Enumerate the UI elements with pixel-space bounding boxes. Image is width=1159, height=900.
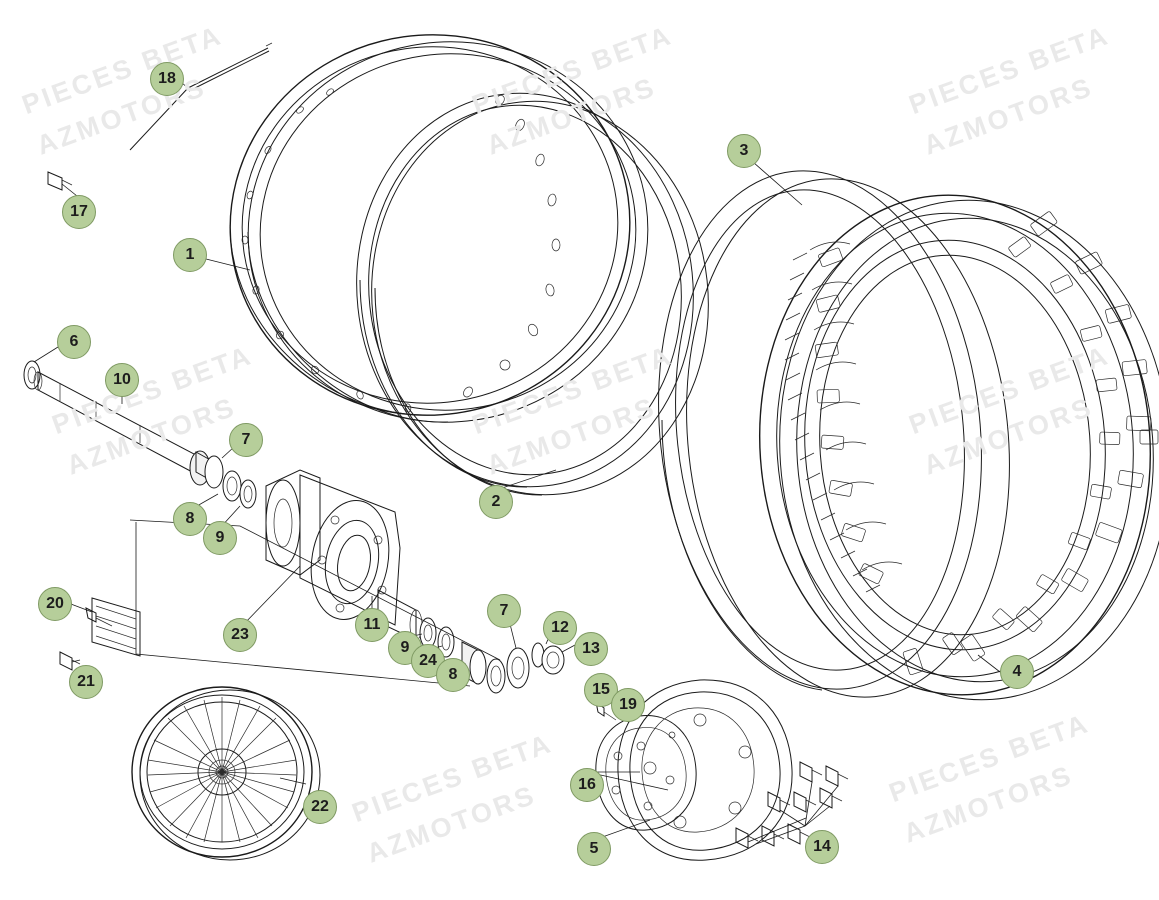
hub-part-11 (265, 469, 423, 641)
callout-8-right[interactable]: 8 (436, 658, 470, 692)
callout-label: 21 (77, 673, 95, 690)
callout-11[interactable]: 11 (355, 608, 389, 642)
spoke-part-18 (129, 42, 273, 151)
callout-label: 9 (215, 529, 225, 546)
nut-part-21 (59, 651, 81, 671)
callout-label: 1 (185, 246, 195, 263)
tire-inner-part-3 (658, 170, 1010, 698)
callout-label: 18 (158, 70, 176, 87)
callout-label: 7 (499, 602, 509, 619)
callout-label: 14 (813, 838, 831, 855)
callout-23[interactable]: 23 (223, 618, 257, 652)
callout-5[interactable]: 5 (577, 832, 611, 866)
rim-part-1 (229, 34, 649, 423)
callout-20[interactable]: 20 (38, 587, 72, 621)
callout-label: 15 (592, 681, 610, 698)
spoked-wheel-part-22 (131, 686, 321, 861)
callout-label: 8 (185, 510, 195, 527)
nipple-part-17 (47, 171, 73, 191)
callout-13[interactable]: 13 (574, 632, 608, 666)
callout-17[interactable]: 17 (62, 195, 96, 229)
tire-outer-part-4 (758, 194, 1159, 701)
callout-label: 10 (113, 371, 131, 388)
brake-disc-part-5 (595, 679, 793, 861)
callout-label: 16 (578, 776, 596, 793)
leader-lines (33, 71, 1001, 845)
callout-10[interactable]: 10 (105, 363, 139, 397)
callout-label: 8 (448, 666, 458, 683)
rim-part-2 (356, 92, 709, 496)
callout-9-left[interactable]: 9 (203, 521, 237, 555)
callout-19[interactable]: 19 (611, 688, 645, 722)
callout-2[interactable]: 2 (479, 485, 513, 519)
callout-1[interactable]: 1 (173, 238, 207, 272)
callout-label: 20 (46, 595, 64, 612)
callout-3[interactable]: 3 (727, 134, 761, 168)
callout-12[interactable]: 12 (543, 611, 577, 645)
callout-label: 24 (419, 652, 437, 669)
spacer-stack (419, 617, 565, 694)
callout-label: 2 (491, 493, 501, 510)
callout-label: 7 (241, 431, 251, 448)
callout-label: 12 (551, 619, 569, 636)
callout-21[interactable]: 21 (69, 665, 103, 699)
callout-7-right[interactable]: 7 (487, 594, 521, 628)
callout-18[interactable]: 18 (150, 62, 184, 96)
callout-label: 23 (231, 626, 249, 643)
callout-label: 22 (311, 798, 329, 815)
axle-assembly (23, 360, 257, 509)
callout-16[interactable]: 16 (570, 768, 604, 802)
callout-4[interactable]: 4 (1000, 655, 1034, 689)
callout-6[interactable]: 6 (57, 325, 91, 359)
callout-7-left[interactable]: 7 (229, 423, 263, 457)
callout-label: 5 (589, 840, 599, 857)
callout-14[interactable]: 14 (805, 830, 839, 864)
callout-label: 17 (70, 203, 88, 220)
callout-label: 11 (363, 616, 381, 633)
callout-8-left[interactable]: 8 (173, 502, 207, 536)
callout-label: 13 (582, 640, 600, 657)
callout-label: 19 (619, 696, 637, 713)
callout-label: 9 (400, 639, 410, 656)
callout-label: 3 (739, 142, 749, 159)
callout-22[interactable]: 22 (303, 790, 337, 824)
callout-label: 4 (1012, 663, 1022, 680)
brake-pad-part-20 (85, 597, 141, 657)
callout-label: 6 (69, 333, 79, 350)
